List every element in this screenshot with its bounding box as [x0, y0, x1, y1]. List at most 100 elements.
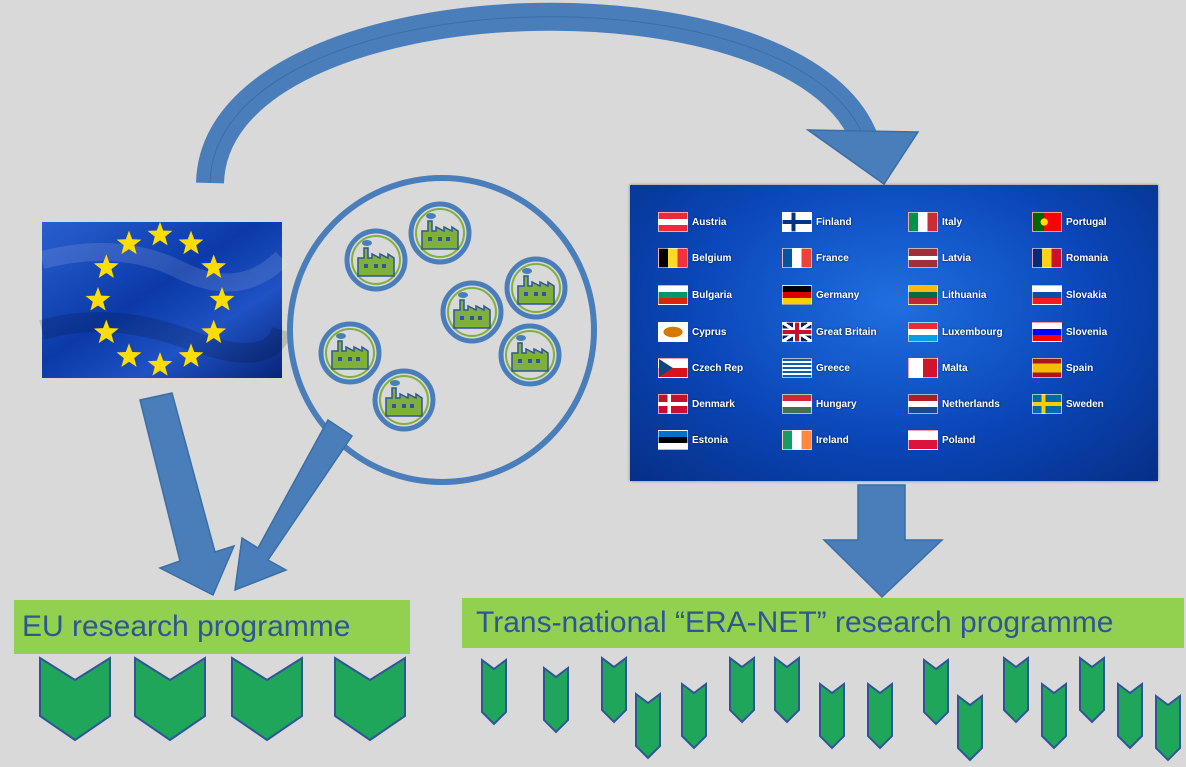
country-name: Cyprus	[692, 326, 727, 338]
chevron-down-icon	[39, 657, 111, 741]
flag-icon	[908, 248, 938, 268]
chevron-down-icon	[867, 682, 893, 750]
flag-icon	[782, 212, 812, 232]
flag-icon	[1032, 212, 1062, 232]
country-item: Great Britain	[782, 321, 877, 343]
chevron-down-icon	[819, 682, 845, 750]
country-item: Spain	[1032, 357, 1093, 379]
country-name: Slovenia	[1066, 326, 1108, 338]
country-item: Sweden	[1032, 393, 1104, 415]
chevron-down-icon	[1041, 682, 1067, 750]
flag-icon	[658, 212, 688, 232]
flag-icon	[782, 430, 812, 450]
country-item: Czech Rep	[658, 357, 743, 379]
country-name: Poland	[942, 434, 976, 446]
country-name: Luxembourg	[942, 326, 1003, 338]
curved-arrow-head	[805, 129, 920, 186]
country-name: Austria	[692, 216, 727, 228]
factory-icon	[375, 371, 433, 429]
flag-icon	[658, 285, 688, 305]
chevron-down-icon	[601, 656, 627, 724]
eranet-programme-label: Trans-national “ERA-NET” research progra…	[462, 598, 1184, 648]
star-icon	[201, 319, 227, 344]
flag-icon	[658, 248, 688, 268]
chevron-down-icon	[231, 657, 303, 741]
country-item: Latvia	[908, 247, 971, 269]
star-icon	[93, 254, 119, 278]
flag-icon	[1032, 285, 1062, 305]
country-name: Finland	[816, 216, 852, 228]
chevron-down-icon	[1079, 656, 1105, 724]
country-item: Denmark	[658, 393, 735, 415]
country-item: Finland	[782, 211, 852, 233]
country-name: Hungary	[816, 398, 857, 410]
country-name: Slovakia	[1066, 289, 1107, 301]
flag-icon	[1032, 358, 1062, 378]
chevron-down-icon	[957, 694, 983, 762]
flag-icon	[908, 212, 938, 232]
flag-icon	[908, 394, 938, 414]
flag-icon	[908, 285, 938, 305]
country-item: Germany	[782, 284, 859, 306]
chevron-down-icon	[1117, 682, 1143, 750]
country-item: Portugal	[1032, 211, 1107, 233]
star-icon	[147, 221, 173, 246]
eu-research-programme-label: EU research programme	[14, 600, 410, 654]
chevron-down-icon	[681, 682, 707, 750]
country-item: France	[782, 247, 849, 269]
flag-icon	[1032, 394, 1062, 414]
star-icon	[178, 230, 204, 255]
flag-icon	[1032, 322, 1062, 342]
chevron-down-icon	[729, 656, 755, 724]
country-item: Netherlands	[908, 393, 1000, 415]
country-name: Romania	[1066, 252, 1109, 264]
country-item: Luxembourg	[908, 321, 1003, 343]
flag-icon	[908, 358, 938, 378]
country-item: Belgium	[658, 247, 731, 269]
country-item: Romania	[1032, 247, 1108, 269]
country-item: Slovakia	[1032, 284, 1107, 306]
curved-arrow-outline	[209, 16, 869, 184]
flag-icon	[908, 322, 938, 342]
country-name: Portugal	[1066, 216, 1107, 228]
arrow-panel-to-eranet	[822, 484, 944, 599]
flag-icon	[782, 248, 812, 268]
country-name: France	[816, 252, 849, 264]
chevron-down-icon	[774, 656, 800, 724]
factory-icon	[411, 204, 469, 262]
country-name: Czech Rep	[692, 362, 744, 374]
flag-icon	[908, 430, 938, 450]
country-name: Great Britain	[816, 326, 877, 338]
factory-icon	[507, 259, 565, 317]
country-item: Lithuania	[908, 284, 986, 306]
chevron-down-icon	[334, 657, 406, 741]
country-name: Ireland	[816, 434, 849, 446]
flag-icon	[658, 358, 688, 378]
star-icon	[93, 319, 119, 344]
country-name: Italy	[942, 216, 963, 228]
country-name: Estonia	[692, 434, 729, 446]
eu-flag-icon	[39, 221, 292, 378]
factory-icon	[321, 324, 379, 382]
country-name: Denmark	[692, 398, 735, 410]
country-name: Belgium	[692, 252, 732, 264]
country-item: Poland	[908, 429, 975, 451]
country-name: Netherlands	[942, 398, 1000, 410]
star-icon	[85, 287, 111, 311]
country-name: Greece	[816, 362, 850, 374]
factory-icon	[501, 326, 559, 384]
arrow-cluster-to-eu	[234, 418, 354, 592]
chevron-down-icon	[481, 658, 507, 726]
eu-projects	[39, 657, 406, 741]
star-icon	[116, 230, 142, 255]
country-name: Germany	[816, 289, 860, 301]
country-name: Latvia	[942, 252, 971, 264]
country-name: Sweden	[1066, 398, 1104, 410]
star-icon	[147, 352, 173, 376]
flag-icon	[658, 430, 688, 450]
flag-icon	[658, 322, 688, 342]
arrow-flag-to-eu	[139, 392, 236, 597]
eranet-projects	[481, 656, 1181, 762]
